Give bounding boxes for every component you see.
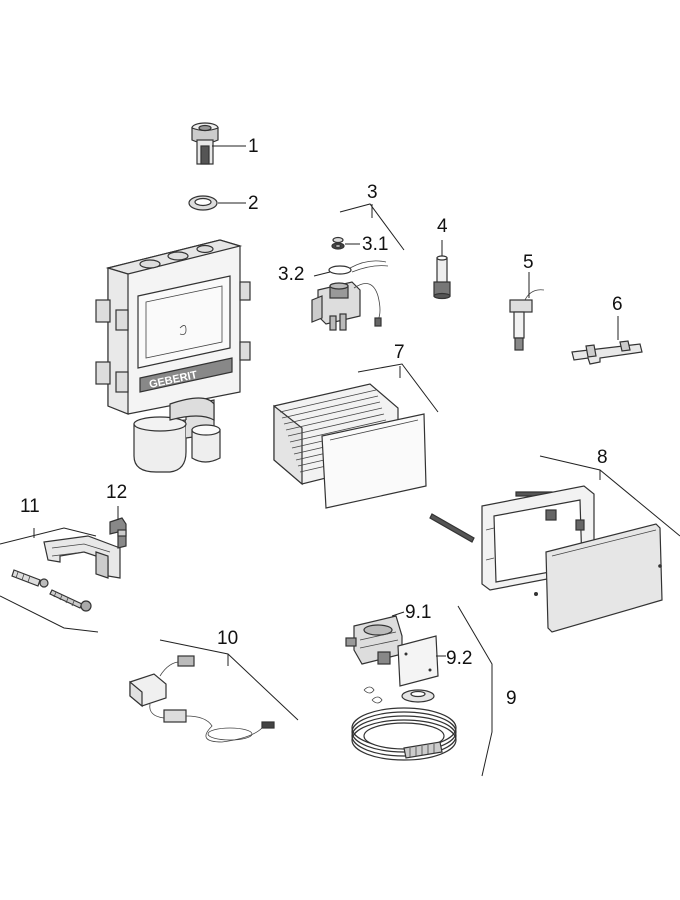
callout-5: 5 [523, 252, 534, 273]
callout-8: 8 [597, 447, 608, 468]
part-5-sensor-probe [509, 289, 545, 351]
part-2-sealing-ring [188, 195, 218, 211]
part-11-mounting-set [11, 535, 121, 612]
leader-lines [0, 145, 680, 777]
callout-11: 11 [20, 496, 40, 517]
part-3-valve-assembly [311, 236, 389, 331]
callout-3-2: 3.2 [278, 264, 304, 285]
callout-10: 10 [217, 628, 238, 649]
concealed-box-with-siphon: GEBERIT [95, 239, 251, 473]
callout-labels: 1 2 3 3.1 3.2 4 5 6 7 8 9 9.1 9.2 10 11 … [20, 136, 623, 709]
callout-2: 2 [248, 193, 259, 214]
callout-4: 4 [437, 216, 448, 237]
callout-9-2: 9.2 [446, 648, 472, 669]
part-1-valve-plug [191, 122, 219, 165]
part-7-rough-in-box [273, 383, 427, 509]
callout-3-1: 3.1 [362, 234, 388, 255]
callout-7: 7 [394, 342, 405, 363]
part-6-bracket [571, 340, 643, 365]
part-12-clip [109, 517, 127, 549]
part-9-hose-kit [345, 615, 457, 761]
part-4-pipe-connector [433, 255, 451, 300]
callout-6: 6 [612, 294, 623, 315]
part-8-frame-and-plate [429, 485, 663, 633]
callout-1: 1 [248, 136, 259, 157]
callout-9-1: 9.1 [405, 602, 431, 623]
callout-9: 9 [506, 688, 517, 709]
callout-3: 3 [367, 182, 378, 203]
part-10-power-supply [129, 655, 275, 743]
callout-12: 12 [106, 482, 127, 503]
